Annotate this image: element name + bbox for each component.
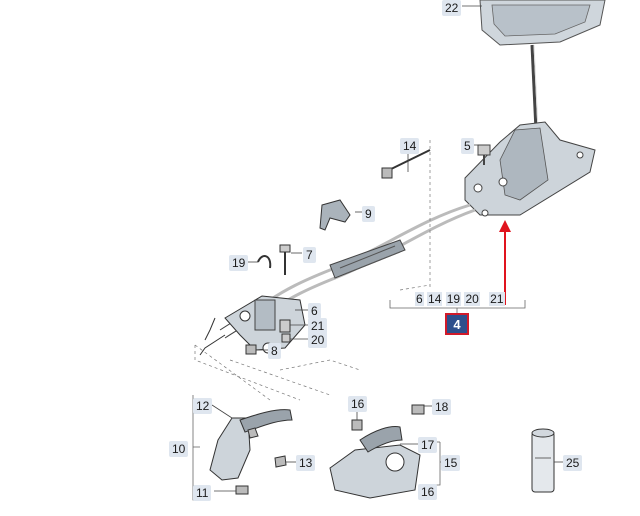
bushing-21	[279, 319, 291, 333]
transmission-bracket	[224, 295, 306, 354]
bolt-5	[477, 144, 491, 165]
callout-6[interactable]: 6	[308, 303, 321, 319]
bolt-20	[281, 333, 291, 343]
highlight-arrow	[499, 220, 511, 305]
callout-13[interactable]: 13	[296, 455, 316, 471]
callout-21[interactable]: 21	[308, 318, 328, 334]
callout-18[interactable]: 18	[432, 399, 452, 415]
console-housing	[479, 0, 606, 46]
callout-12[interactable]: 12	[193, 398, 213, 414]
callout-17[interactable]: 17	[418, 437, 438, 453]
callout-8[interactable]: 8	[268, 343, 281, 359]
sub-part-19[interactable]: 19	[445, 292, 462, 306]
bolt-7	[279, 244, 291, 275]
sub-part-14[interactable]: 14	[427, 292, 443, 306]
shift-lever	[530, 44, 539, 131]
leader-lines	[211, 5, 563, 492]
callout-5[interactable]: 5	[461, 138, 474, 154]
callout-7[interactable]: 7	[303, 247, 316, 263]
sub-part-6[interactable]: 6	[415, 292, 424, 306]
callout-14[interactable]: 14	[400, 138, 420, 154]
cable-end	[199, 317, 226, 356]
assembly-guides	[194, 140, 431, 401]
nut-8	[245, 344, 257, 355]
sub-part-21[interactable]: 21	[489, 292, 505, 306]
callout-16-top[interactable]: 16	[348, 396, 368, 412]
bracket-9	[319, 199, 351, 231]
selector-lever-assembly	[209, 409, 293, 495]
grease-tube	[531, 428, 555, 493]
cable-tie-14	[381, 149, 431, 179]
callout-19[interactable]: 19	[229, 255, 249, 271]
callout-9[interactable]: 9	[362, 206, 375, 222]
sub-part-list: 6 14 19 20 21	[415, 292, 505, 306]
callout-25[interactable]: 25	[563, 455, 583, 471]
sub-part-20[interactable]: 20	[464, 292, 480, 306]
shifter-base	[464, 121, 596, 217]
clip-19	[257, 255, 272, 269]
callout-4-selected[interactable]: 4	[445, 313, 469, 335]
callout-20[interactable]: 20	[308, 332, 328, 348]
callout-11[interactable]: 11	[193, 485, 212, 501]
callout-15[interactable]: 15	[441, 455, 461, 471]
callout-22[interactable]: 22	[442, 0, 462, 16]
callout-10[interactable]: 10	[169, 441, 189, 457]
callout-16-bottom[interactable]: 16	[418, 484, 438, 500]
shift-lever-assembly	[329, 404, 425, 499]
